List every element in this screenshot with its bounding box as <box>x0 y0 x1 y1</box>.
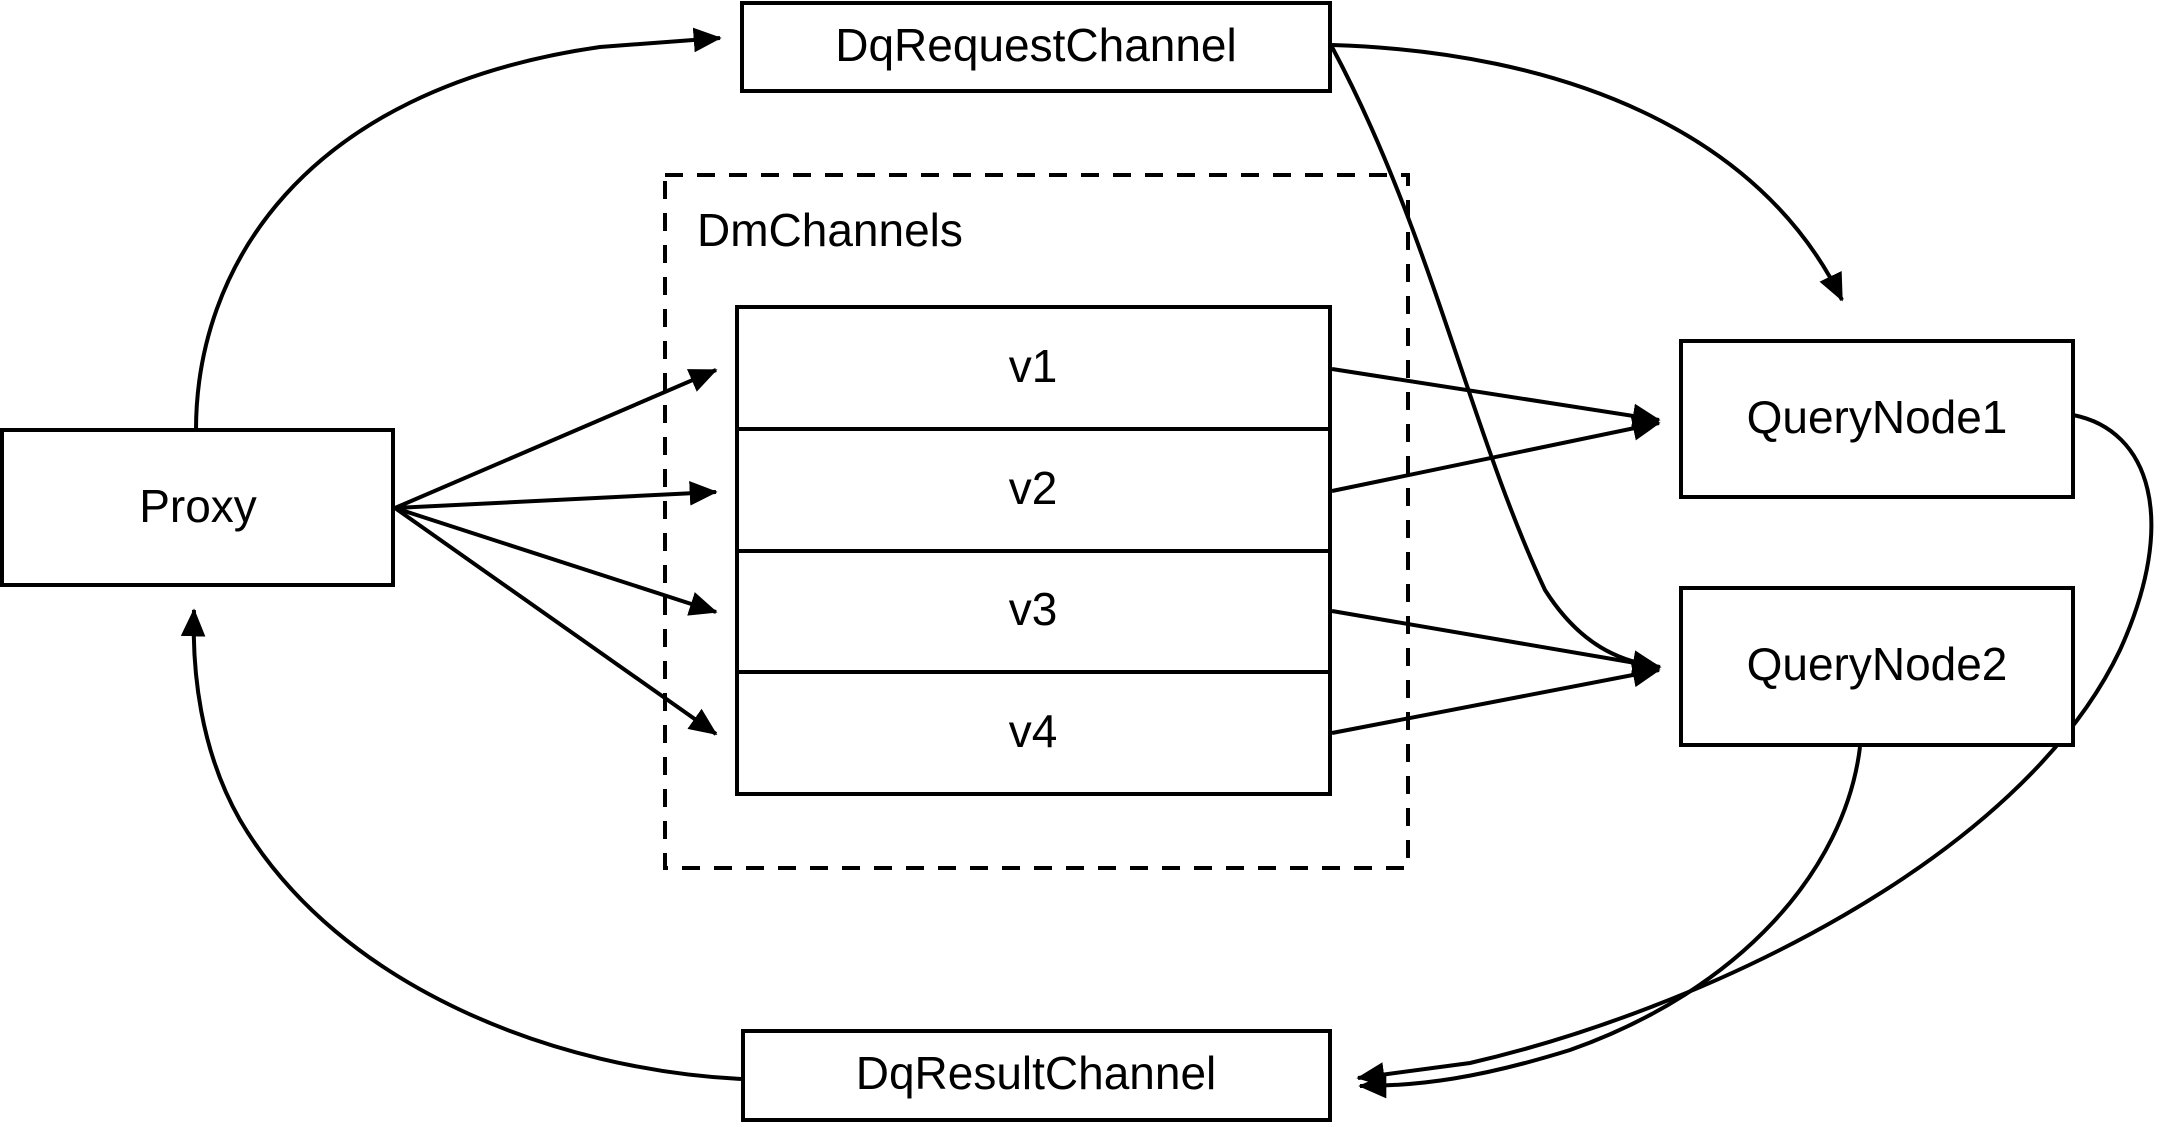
node-label-query-node-2: QueryNode2 <box>1747 638 2008 690</box>
vchannel-row-v3: v3 <box>1009 583 1058 635</box>
node-proxy[interactable] <box>0 428 395 587</box>
node-label-dq-result-channel: DqResultChannel <box>856 1047 1217 1099</box>
edge-dqrequest-to-querynode1 <box>1331 43 1844 302</box>
edge-querynode1-to-dqresult <box>1356 413 2154 1087</box>
node-label-dq-request-channel: DqRequestChannel <box>835 19 1237 71</box>
edge-proxy-to-v1 <box>394 368 718 510</box>
vchannel-row-v2: v2 <box>1009 462 1058 514</box>
edge-dqrequest-to-querynode2 <box>1330 46 1662 676</box>
edge-v3-to-querynode2 <box>1331 609 1661 675</box>
node-dq-request-channel[interactable] <box>740 1 1332 93</box>
edge-proxy-to-dqrequest <box>194 27 722 431</box>
node-dq-result-channel[interactable] <box>741 1029 1332 1122</box>
vchannel-row-v1: v1 <box>1009 340 1058 392</box>
group-dm-channels <box>663 173 1410 870</box>
edge-querynode2-to-dqresult <box>1358 746 1862 1099</box>
edge-proxy-to-v3 <box>394 506 718 616</box>
node-query-node-2[interactable] <box>1679 586 2075 747</box>
node-query-node-1[interactable] <box>1679 339 2075 499</box>
edge-v1-to-querynode1 <box>1331 367 1661 429</box>
edge-proxy-to-v2 <box>394 481 718 510</box>
edge-dqresult-to-proxy <box>180 608 742 1081</box>
node-label-proxy: Proxy <box>139 480 257 532</box>
vchannel-row-v4: v4 <box>1009 705 1058 757</box>
edge-v4-to-querynode2 <box>1331 662 1661 735</box>
node-label-query-node-1: QueryNode1 <box>1747 391 2008 443</box>
group-label-dm-channels: DmChannels <box>697 204 963 256</box>
edge-v2-to-querynode1 <box>1331 416 1661 493</box>
edge-proxy-to-v4 <box>393 506 718 736</box>
